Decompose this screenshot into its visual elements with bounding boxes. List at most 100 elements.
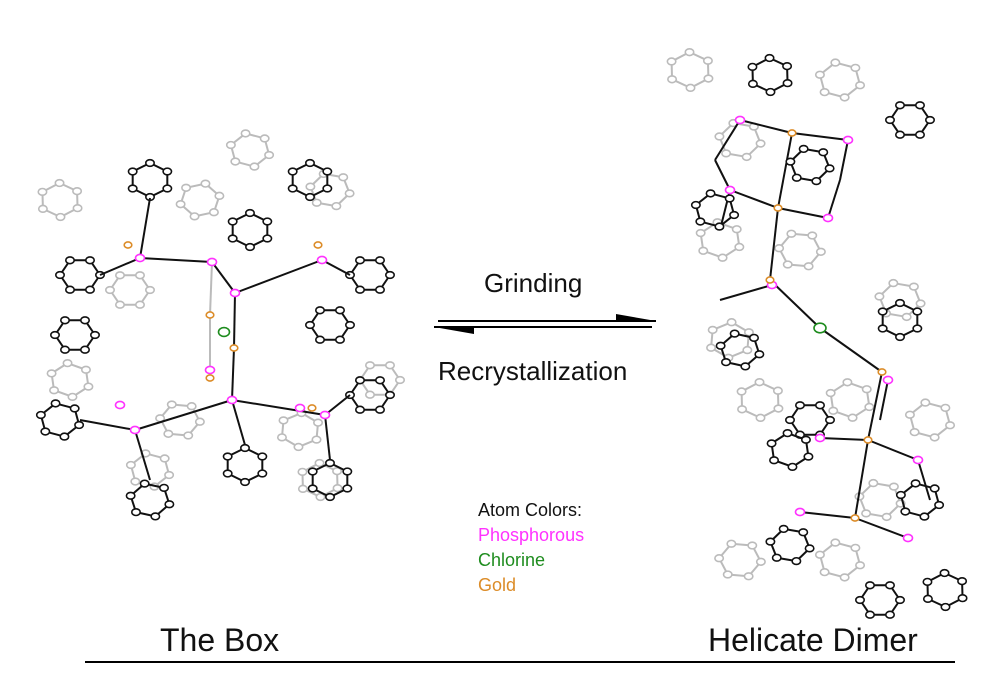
atom <box>771 553 782 562</box>
bond <box>827 179 841 219</box>
atom <box>162 167 173 176</box>
atom <box>37 204 48 214</box>
atom <box>293 442 304 452</box>
atom <box>894 101 905 110</box>
atom <box>229 344 239 352</box>
atom <box>226 395 238 405</box>
atom <box>957 593 968 603</box>
atom <box>74 420 85 430</box>
atom <box>888 278 899 288</box>
atom <box>807 231 818 240</box>
atom <box>307 467 318 476</box>
atom <box>278 416 289 425</box>
atom <box>922 594 933 604</box>
atom <box>720 357 731 367</box>
atom <box>164 500 175 509</box>
atom <box>747 541 758 550</box>
atom <box>83 382 94 391</box>
atom <box>864 581 875 590</box>
atom <box>374 285 385 294</box>
atom <box>666 57 677 66</box>
atom <box>307 404 317 412</box>
atom <box>54 178 65 188</box>
atom <box>685 83 696 93</box>
atom <box>726 318 737 327</box>
atom <box>818 148 829 157</box>
atom <box>755 557 766 566</box>
atom <box>874 292 885 301</box>
atom <box>855 81 866 90</box>
atom <box>782 260 793 269</box>
bond <box>139 257 213 263</box>
atom <box>276 433 287 442</box>
box-structure <box>35 129 405 521</box>
bond <box>714 159 731 191</box>
atom <box>287 167 298 176</box>
atom <box>125 491 136 500</box>
bond <box>134 399 233 431</box>
atom <box>127 167 138 176</box>
atom <box>35 410 46 420</box>
bond <box>867 371 883 441</box>
atom <box>765 87 776 97</box>
atom <box>901 312 912 322</box>
atom <box>331 201 342 211</box>
bond <box>211 261 236 294</box>
atom <box>814 433 826 443</box>
bond <box>839 139 849 181</box>
atom <box>839 573 850 582</box>
bond <box>209 261 213 316</box>
atom <box>249 162 260 171</box>
atom <box>726 539 737 548</box>
atom <box>861 509 872 518</box>
atom <box>316 255 328 265</box>
atom <box>940 403 951 413</box>
atom <box>864 402 875 412</box>
bond <box>739 119 793 134</box>
atom <box>159 454 170 463</box>
atom <box>684 47 695 57</box>
bond <box>321 259 351 276</box>
atom <box>755 139 766 148</box>
atom <box>786 229 797 238</box>
atom <box>125 460 136 470</box>
atom <box>940 602 951 612</box>
atom <box>314 335 325 344</box>
atom <box>200 179 211 188</box>
atom <box>939 568 950 578</box>
atom <box>908 282 919 291</box>
helicate-dimer-structure <box>666 47 968 619</box>
atom <box>159 483 170 493</box>
atom <box>59 432 70 441</box>
atom <box>334 306 345 315</box>
atom <box>747 79 758 89</box>
atom <box>130 507 141 517</box>
atom <box>129 425 141 435</box>
atom <box>731 225 742 234</box>
atom <box>904 410 915 419</box>
atom <box>364 361 375 370</box>
atom <box>183 431 194 440</box>
atom <box>828 406 839 415</box>
atom <box>794 507 806 517</box>
atom <box>46 369 57 378</box>
atom <box>354 405 365 414</box>
atom <box>65 256 76 265</box>
atom <box>742 345 753 355</box>
atom <box>313 241 323 249</box>
atom <box>798 528 809 537</box>
atom <box>800 435 811 444</box>
atom <box>354 285 365 294</box>
atom <box>803 262 814 271</box>
legend-heading: Atom Colors: <box>478 500 583 520</box>
atom <box>734 242 745 252</box>
legend-chlorine: Chlorine <box>478 550 546 570</box>
box-label: The Box <box>160 622 280 658</box>
atom <box>787 462 798 472</box>
atom <box>50 399 61 408</box>
atom <box>130 477 141 486</box>
atom <box>864 610 875 619</box>
bond <box>231 347 235 401</box>
atom <box>374 405 385 414</box>
